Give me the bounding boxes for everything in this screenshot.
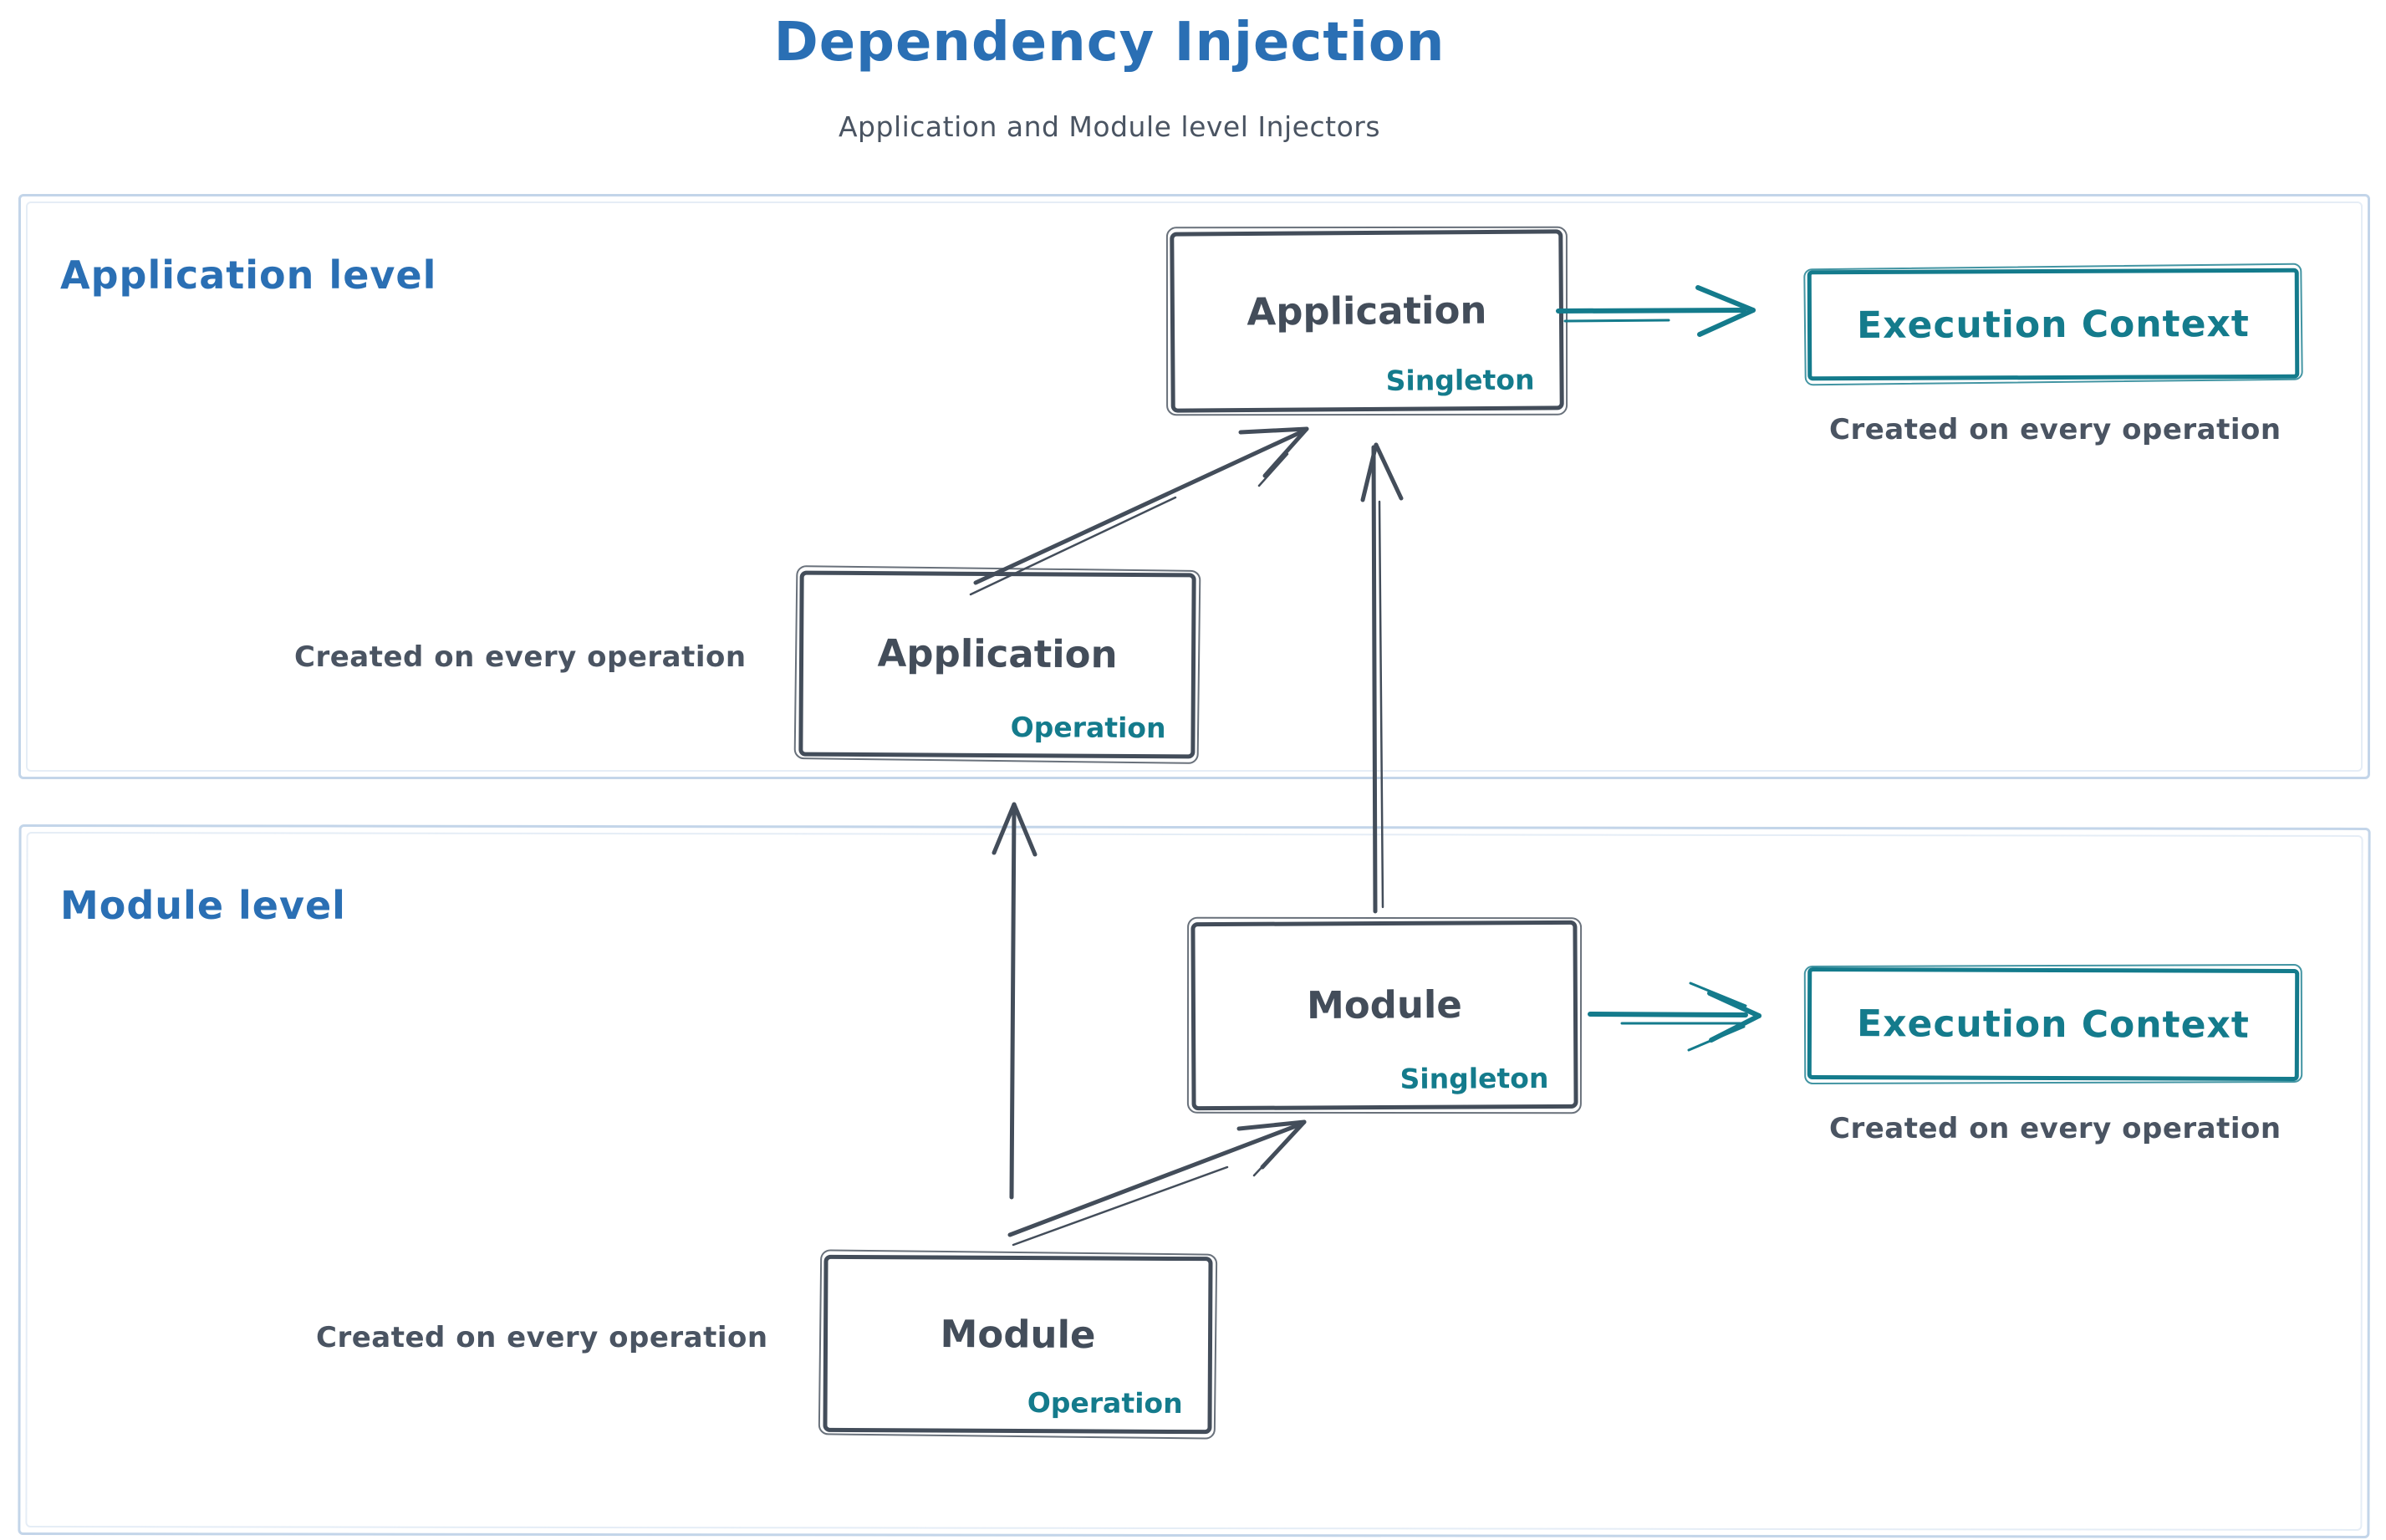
application-execution-context-label: Execution Context [1856,302,2251,347]
module-execution-context-caption: Created on every operation [1829,1112,2281,1145]
application-operation-caption: Created on every operation [294,640,747,674]
application-level-label: Application level [60,252,437,298]
module-execution-context-box: Execution Context [1807,966,2300,1082]
module-operation-box: Module Operation [823,1254,1213,1435]
module-singleton-box: Module Singleton [1190,920,1578,1111]
module-level-label: Module level [60,883,346,928]
application-operation-box: Application Operation [798,570,1196,759]
application-singleton-badge: Singleton [1385,363,1535,397]
module-operation-caption: Created on every operation [316,1321,768,1354]
module-singleton-badge: Singleton [1399,1061,1549,1095]
application-singleton-title: Application [1247,288,1487,334]
application-singleton-box: Application Singleton [1170,229,1564,413]
application-operation-badge: Operation [1010,711,1166,745]
module-operation-badge: Operation [1027,1386,1183,1420]
application-execution-context-box: Execution Context [1807,268,2300,381]
module-operation-title: Module [940,1311,1096,1357]
application-operation-title: Application [877,630,1118,677]
module-execution-context-label: Execution Context [1857,1002,2250,1047]
diagram-title: Dependency Injection [773,12,1445,74]
module-singleton-title: Module [1306,982,1463,1028]
application-execution-context-caption: Created on every operation [1829,413,2281,446]
diagram-subtitle: Application and Module level Injectors [838,110,1381,143]
application-level-container [18,194,2370,779]
